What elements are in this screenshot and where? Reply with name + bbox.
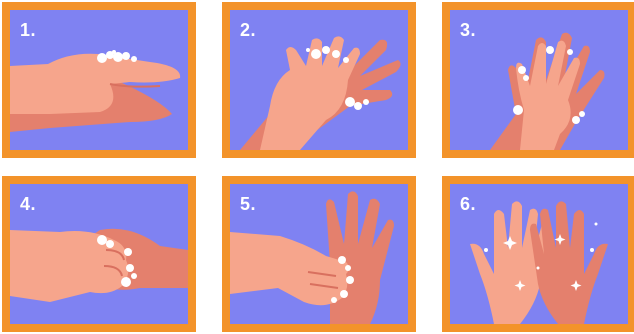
step-number-2: 2.	[240, 20, 256, 41]
step-panel-1-scene: 1.	[10, 10, 188, 150]
step-panel-2: 2.	[222, 2, 416, 158]
step-number-5: 5.	[240, 194, 256, 215]
step-number-3: 3.	[460, 20, 476, 41]
thumb-rub-illustration	[230, 184, 408, 324]
back-of-hands-illustration	[230, 10, 408, 150]
step-panel-2-scene: 2.	[230, 10, 408, 150]
step-panel-3-scene: 3.	[450, 10, 628, 150]
step-number-1: 1.	[20, 20, 36, 41]
step-panel-3: 3.	[442, 2, 634, 158]
step-panel-6: 6.	[442, 176, 634, 332]
clean-palms-illustration	[450, 184, 628, 324]
step-panel-5: 5.	[222, 176, 416, 332]
step-panel-4: 4.	[2, 176, 196, 332]
clasped-fingers-illustration	[10, 184, 188, 324]
step-number-6: 6.	[460, 194, 476, 215]
step-number-4: 4.	[20, 194, 36, 215]
palm-to-palm-illustration	[10, 10, 188, 150]
step-panel-6-scene: 6.	[450, 184, 628, 324]
step-panel-1: 1.	[2, 2, 196, 158]
interlaced-fingers-illustration	[450, 10, 628, 150]
step-panel-4-scene: 4.	[10, 184, 188, 324]
step-panel-5-scene: 5.	[230, 184, 408, 324]
